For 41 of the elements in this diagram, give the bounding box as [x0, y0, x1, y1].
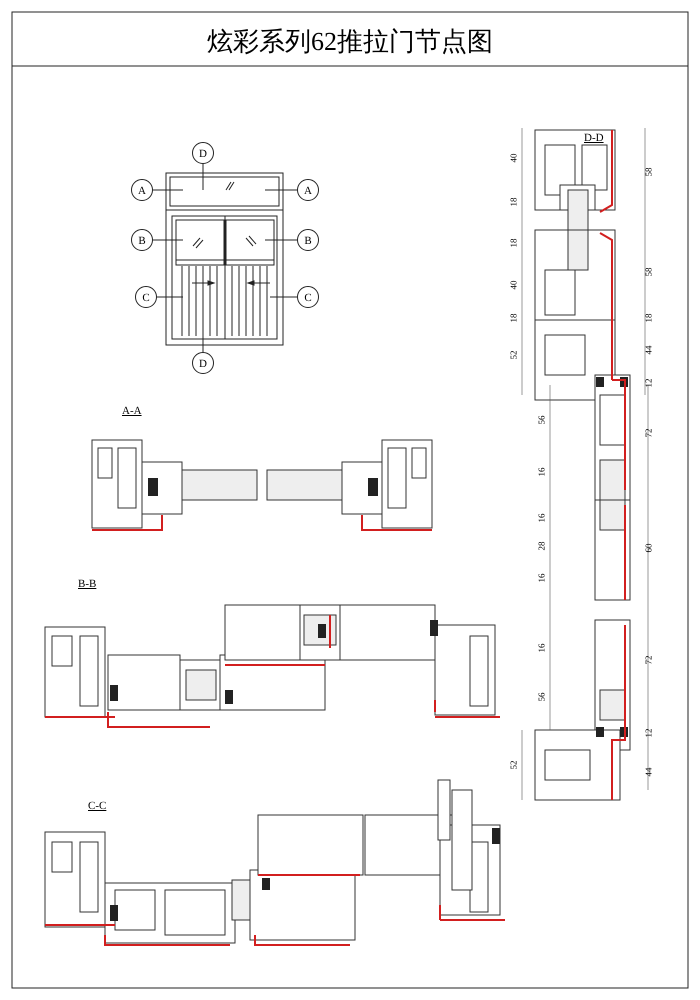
dimension-value: 72 [644, 428, 654, 438]
dimension-value: 18 [508, 198, 518, 206]
dimension-value: 72 [644, 656, 654, 664]
dimension-value: 18 [508, 238, 518, 248]
dimension-value: 56 [536, 416, 546, 424]
dimension-value: 44 [644, 768, 654, 776]
dimension-value: 40 [508, 154, 518, 162]
dimension-value: 52 [508, 350, 518, 360]
dimension-value: 18 [644, 314, 654, 322]
leader-line [156, 296, 184, 298]
dimension-value: 58 [644, 268, 654, 276]
dimension-value: 56 [536, 692, 546, 702]
dimension-value: 58 [644, 168, 654, 176]
dimension-value: 16 [536, 644, 546, 652]
section-label: C-C [88, 800, 106, 812]
title: 炫彩系列62推拉门节点图 [207, 27, 493, 56]
dimension-value: 12 [644, 378, 654, 388]
section-callout: A [131, 179, 153, 201]
section-callout: B [297, 229, 319, 251]
leader-line [202, 164, 204, 190]
dimension-value: 52 [508, 760, 518, 770]
dimension-value: 40 [508, 280, 518, 290]
section-callout: D [192, 352, 214, 374]
dimension-value: 28 [536, 542, 546, 550]
section-callout: C [297, 286, 319, 308]
section-label: D-D [584, 132, 604, 144]
section-callout: C [135, 286, 157, 308]
dimension-value: 16 [536, 574, 546, 582]
section-callout: D [192, 142, 214, 164]
section-label: B-B [78, 578, 96, 590]
dimension-value: 16 [536, 468, 546, 476]
dimension-value: 12 [644, 728, 654, 738]
leader-line [202, 330, 204, 352]
section-label: A-A [122, 405, 142, 417]
dimension-value: 44 [644, 346, 654, 354]
section-callout: B [131, 229, 153, 251]
dimension-value: 16 [536, 514, 546, 522]
leader-line [270, 296, 298, 298]
section-callout: A [297, 179, 319, 201]
dimension-value: 18 [508, 314, 518, 322]
dimension-value: 60 [644, 544, 654, 552]
